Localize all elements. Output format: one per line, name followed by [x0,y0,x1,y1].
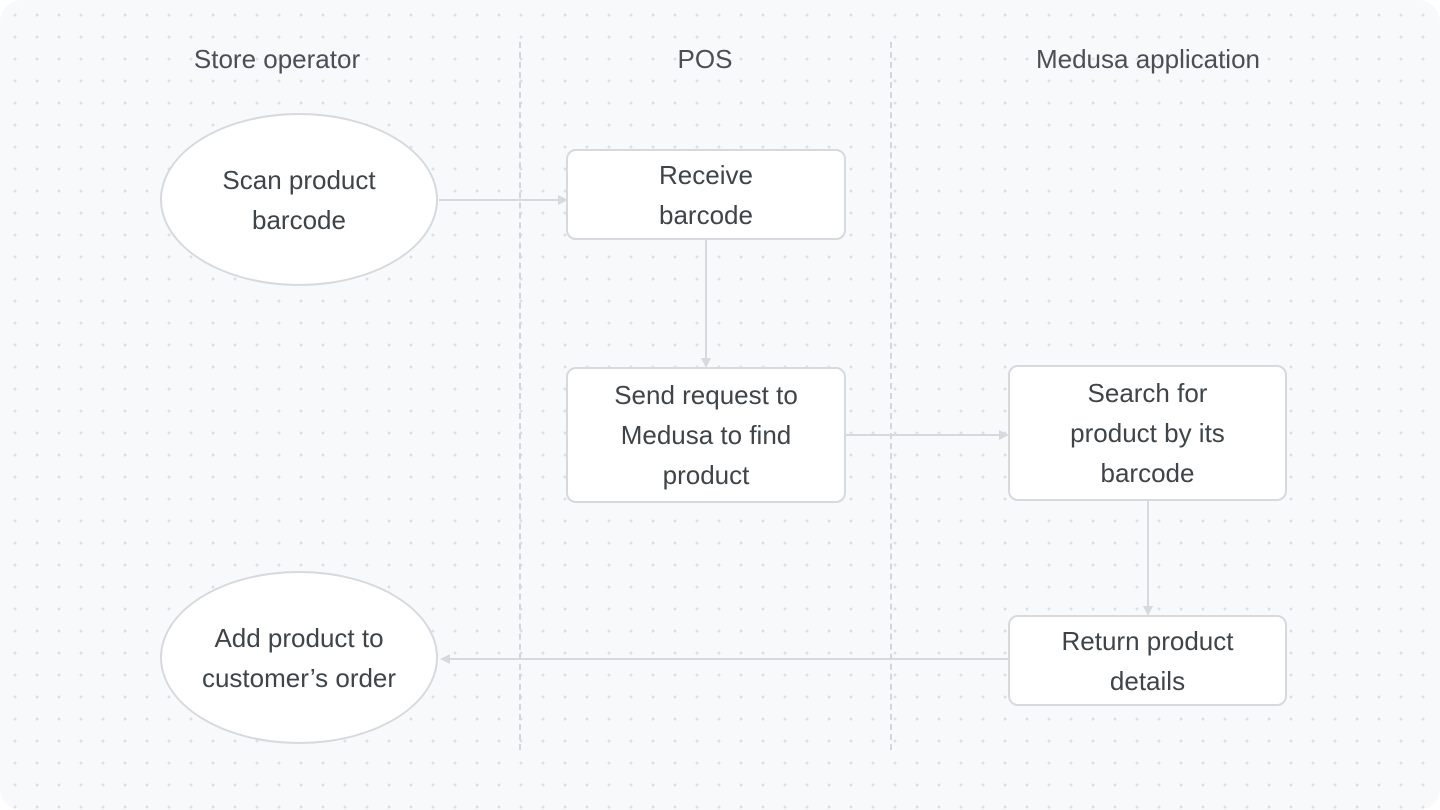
node-receive-barcode: Receive barcode [566,149,846,240]
lane-title-pos: POS [677,44,733,74]
lane-title-medusa-application: Medusa application [1035,44,1261,74]
node-send-request: Send request to Medusa to find product [566,367,846,503]
node-label: Return product details [1061,625,1234,696]
node-search-product: Search for product by its barcode [1008,365,1287,501]
node-scan-product-barcode: Scan product barcode [160,113,438,286]
lane-divider-right [890,42,892,750]
lane-divider-left [519,42,521,750]
node-label: Receive barcode [659,159,753,230]
node-label: Add product to customer’s order [201,622,397,693]
node-add-product-to-order: Add product to customer’s order [160,571,438,744]
node-label: Scan product barcode [222,164,376,235]
node-return-product-details: Return product details [1008,615,1287,706]
lane-title-store-operator: Store operator [193,44,361,74]
node-label: Send request to Medusa to find product [614,380,798,490]
node-label: Search for product by its barcode [1070,378,1225,488]
